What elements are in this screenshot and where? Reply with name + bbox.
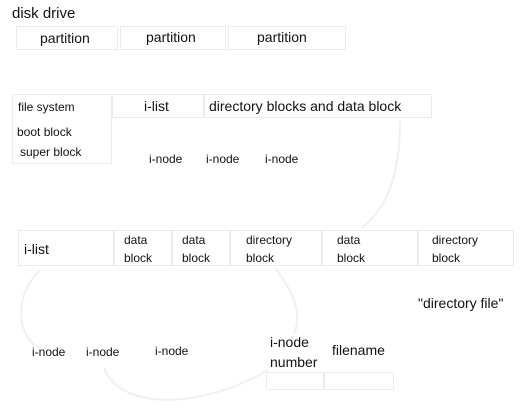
block-1-line2: block xyxy=(124,251,153,265)
dir-entry-filename-box xyxy=(324,372,394,390)
ilist-box-top xyxy=(112,94,204,118)
arrow-dir-blocks-to-row xyxy=(361,119,401,229)
super-block-label: super block xyxy=(20,145,82,159)
partition-label-1: partition xyxy=(40,30,90,46)
ilist-box-row xyxy=(18,230,114,266)
partition-label-2: partition xyxy=(146,29,196,45)
block-2-line1: data xyxy=(182,233,206,247)
directory-block-box-2 xyxy=(418,230,514,266)
block-5-line1: directory xyxy=(432,233,479,247)
data-block-box-3 xyxy=(322,230,418,266)
boot-block-label: boot block xyxy=(17,125,72,139)
file-system-label: file system xyxy=(18,100,75,114)
block-3-line1: directory xyxy=(246,233,293,247)
inode-label-bottom-1: i-node xyxy=(32,345,66,359)
partition-box-3 xyxy=(228,26,346,50)
inode-number-line1: i-node xyxy=(270,334,309,350)
dir-data-blocks-label: directory blocks and data block xyxy=(209,98,402,114)
inode-number-line2: number xyxy=(270,354,318,370)
partition-box-1 xyxy=(16,26,118,50)
dir-data-box-top xyxy=(204,94,432,118)
partition-box-2 xyxy=(120,26,226,50)
block-4-line1: data xyxy=(337,233,361,247)
block-2-line2: block xyxy=(182,251,211,265)
inode-label-bottom-2: i-node xyxy=(86,345,120,359)
directory-file-caption: "directory file" xyxy=(418,295,504,311)
arrow-directory-to-entry xyxy=(274,267,299,335)
inode-label-bottom-3: i-node xyxy=(155,344,189,358)
data-block-box-2 xyxy=(172,230,230,266)
inode-label-top-1: i-node xyxy=(149,152,183,166)
block-3-line2: block xyxy=(246,251,275,265)
filename-label: filename xyxy=(332,342,385,358)
inode-label-top-3: i-node xyxy=(265,152,299,166)
arrow-number-to-inode xyxy=(103,367,269,401)
boot-super-block-box xyxy=(12,94,112,164)
ilist-label-row: i-list xyxy=(24,241,49,257)
block-5-line2: block xyxy=(432,251,461,265)
data-block-box-1 xyxy=(114,230,172,266)
block-4-line2: block xyxy=(337,251,366,265)
disk-drive-title: disk drive xyxy=(12,5,76,22)
ilist-label-top: i-list xyxy=(144,98,169,114)
directory-block-box-1 xyxy=(230,230,322,266)
dir-entry-number-box xyxy=(266,372,324,390)
arrow-row-to-inodes xyxy=(20,269,41,349)
partition-label-3: partition xyxy=(257,29,307,45)
block-1-line1: data xyxy=(124,233,148,247)
inode-label-top-2: i-node xyxy=(206,152,240,166)
